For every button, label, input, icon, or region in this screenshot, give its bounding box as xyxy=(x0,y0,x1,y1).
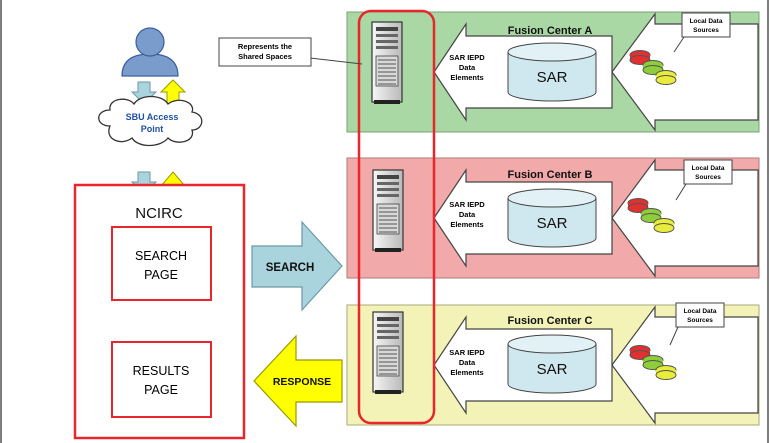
svg-text:Local Data: Local Data xyxy=(690,18,723,25)
shared-spaces-callout: Represents the Shared Spaces xyxy=(218,37,363,67)
fusion-center-a-iepd-line3: Elements xyxy=(450,73,483,82)
ncirc-box: NCIRC SEARCH PAGE RESULTS PAGE xyxy=(73,183,246,440)
fusion-center-b-local-arrow xyxy=(611,158,759,278)
fusion-center-b-iepd-line3: Elements xyxy=(450,220,483,229)
svg-text:Local Data: Local Data xyxy=(684,308,717,315)
fusion-center-b-iepd-line1: SAR IEPD xyxy=(449,200,485,209)
svg-text:RESULTS: RESULTS xyxy=(133,364,190,378)
fusion-center-a-iepd-line1: SAR IEPD xyxy=(449,53,485,62)
svg-text:Point: Point xyxy=(141,124,164,134)
svg-text:Local Data: Local Data xyxy=(692,165,725,172)
fusion-center-a-local-callout: Local Data Sources xyxy=(673,12,731,53)
svg-text:SEARCH: SEARCH xyxy=(135,249,187,263)
fusion-center-c-title: Fusion Center C xyxy=(508,315,593,327)
fusion-center-b-sar-database: SAR xyxy=(507,188,597,248)
server-icon-c xyxy=(372,311,404,395)
sbu-access-point-cloud: SBU Access Point xyxy=(98,95,203,147)
fusion-center-c-db-label: SAR xyxy=(537,361,568,378)
fusion-center-c: Fusion Center C SAR IEPD Data Elements S… xyxy=(346,302,760,426)
fusion-center-b: Fusion Center B SAR IEPD Data Elements S… xyxy=(346,157,760,279)
shared-spaces-highlight xyxy=(357,9,436,425)
search-arrow: SEARCH xyxy=(251,220,343,312)
svg-text:Sources: Sources xyxy=(695,174,721,181)
fusion-center-b-db-label: SAR xyxy=(537,215,568,232)
svg-text:SEARCH: SEARCH xyxy=(266,262,315,274)
results-page-box: RESULTS PAGE xyxy=(111,341,212,418)
svg-text:Represents the: Represents the xyxy=(238,42,292,51)
user-person-icon xyxy=(121,27,179,77)
fusion-center-b-title: Fusion Center B xyxy=(508,169,593,181)
server-icon-a xyxy=(371,21,403,105)
fusion-center-a-local-arrow xyxy=(611,12,759,132)
search-page-box: SEARCH PAGE xyxy=(111,226,212,301)
svg-text:Sources: Sources xyxy=(687,317,713,324)
svg-text:Shared Spaces: Shared Spaces xyxy=(238,52,292,61)
fusion-center-b-iepd-line2: Data xyxy=(459,210,476,219)
svg-text:RESPONSE: RESPONSE xyxy=(273,376,331,388)
fusion-center-b-local-callout: Local Data Sources xyxy=(675,159,733,201)
svg-text:Sources: Sources xyxy=(693,27,719,34)
fusion-center-c-iepd-line2: Data xyxy=(459,358,476,367)
fusion-center-c-local-arrow xyxy=(611,305,759,425)
svg-text:PAGE: PAGE xyxy=(144,268,178,282)
fusion-center-a-sar-database: SAR xyxy=(507,42,597,102)
fusion-center-c-iepd-line3: Elements xyxy=(450,368,483,377)
fusion-center-c-iepd-line1: SAR IEPD xyxy=(449,348,485,357)
fusion-center-c-sar-database: SAR xyxy=(507,334,597,394)
svg-text:PAGE: PAGE xyxy=(144,383,178,397)
response-arrow: RESPONSE xyxy=(253,334,343,428)
svg-text:SBU Access: SBU Access xyxy=(126,112,179,122)
ncirc-title: NCIRC xyxy=(135,205,183,222)
fusion-center-a-iepd-line2: Data xyxy=(459,63,476,72)
server-icon-b xyxy=(372,169,404,253)
fusion-center-c-local-callout: Local Data Sources xyxy=(669,302,725,346)
fusion-center-a-title: Fusion Center A xyxy=(508,25,593,37)
fusion-center-a: Fusion Center A SAR IEPD Data Elements S… xyxy=(346,11,760,133)
fusion-center-a-db-label: SAR xyxy=(537,69,568,86)
